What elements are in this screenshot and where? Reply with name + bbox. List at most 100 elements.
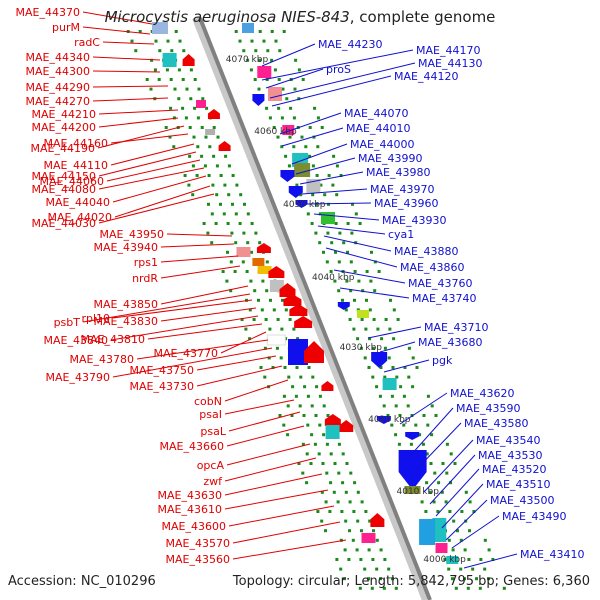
tick-dot [452, 519, 456, 523]
tick-dot [258, 30, 262, 33]
right-gene-label: MAE_44170 [416, 44, 480, 57]
left-label-leader [110, 315, 259, 341]
tick-dot [347, 558, 351, 561]
left-gene-label: MAE_43940 [94, 241, 158, 254]
right-gene-label: MAE_43710 [424, 321, 488, 334]
tick-dot [221, 270, 225, 273]
right-gene-label: MAE_43580 [464, 417, 528, 430]
left-gene-label: MAE_43810 [81, 333, 145, 346]
tick-dot [337, 471, 341, 475]
left-gene-label: purM [52, 21, 80, 34]
left-gene-label: cobN [194, 395, 222, 408]
tick-dot [266, 49, 270, 53]
tick-dot [291, 385, 295, 389]
tick-dot [259, 366, 263, 369]
tick-dot [321, 462, 325, 465]
left-label-leader [98, 117, 179, 128]
tick-dot [348, 318, 352, 321]
tick-dot [288, 318, 292, 321]
tick-dot [301, 78, 305, 81]
tick-dot [368, 519, 372, 523]
tick-dot [351, 538, 355, 542]
tick-dot [248, 337, 252, 341]
reverse-gene-arrow [337, 302, 350, 310]
tick-dot [356, 490, 360, 494]
tick-dot [339, 567, 343, 571]
right-label-leader [323, 235, 392, 252]
tick-dot [197, 87, 201, 91]
tick-dot [312, 135, 316, 139]
tick-dot [207, 174, 211, 177]
gene-block [361, 533, 376, 543]
tick-dot [246, 212, 250, 216]
tick-dot [344, 519, 348, 523]
tick-dot [421, 442, 425, 446]
tick-dot [324, 500, 328, 504]
tick-dot [276, 135, 280, 139]
tick-dot [428, 490, 432, 494]
left-label-leader [136, 339, 269, 360]
tick-dot [265, 289, 269, 293]
gene-block [252, 258, 265, 266]
tick-dot [340, 510, 344, 513]
tick-dot [343, 548, 347, 552]
right-label-leader [281, 127, 344, 147]
left-label-leader [82, 11, 153, 25]
tick-dot [202, 222, 206, 225]
scale-label: 4000 kbp [423, 555, 466, 565]
right-label-leader [429, 454, 476, 505]
gene-block [404, 486, 421, 494]
left-gene-label: MAE_44150 [32, 170, 96, 183]
tick-dot [367, 366, 371, 369]
scale-label: 4030 kbp [340, 343, 383, 353]
left-gene-label: MAE_43790 [46, 371, 110, 384]
tick-dot [369, 279, 373, 283]
tick-dot [253, 289, 257, 293]
tick-dot [249, 279, 253, 283]
tick-dot [216, 135, 220, 139]
tick-dot [391, 366, 395, 369]
right-gene-label: MAE_43990 [358, 152, 422, 165]
tick-dot [334, 250, 337, 254]
forward-gene-arrow [256, 243, 271, 253]
tick-dot [292, 116, 296, 120]
tick-dot [150, 58, 154, 62]
tick-dot [185, 87, 189, 91]
tick-dot [479, 558, 483, 561]
tick-dot [425, 452, 429, 456]
tick-dot [181, 106, 185, 110]
tick-dot [234, 212, 238, 216]
forward-gene-arrow [268, 266, 285, 278]
tick-dot [277, 78, 281, 81]
tick-dot [316, 510, 320, 513]
tick-dot [399, 385, 403, 389]
tick-dot [177, 97, 181, 101]
tick-dot [414, 423, 418, 427]
right-label-leader [313, 213, 380, 221]
tick-dot [226, 250, 229, 254]
tick-dot [386, 414, 390, 417]
tick-dot [306, 212, 310, 216]
forward-gene-arrow [303, 341, 324, 363]
tick-dot [206, 231, 210, 235]
tick-dot [463, 548, 467, 552]
left-label-leader [98, 151, 197, 177]
tick-dot [371, 375, 375, 379]
forward-gene-arrow [279, 283, 296, 297]
left-label-leader [98, 109, 179, 115]
right-label-leader [317, 225, 386, 235]
right-label-leader [441, 483, 484, 529]
tick-dot [402, 394, 406, 398]
tick-dot [210, 241, 214, 245]
gene-block [268, 87, 282, 101]
organism-name: Microcystis aeruginosa NIES-843 [104, 8, 350, 26]
tick-dot [332, 154, 336, 158]
tick-dot [275, 346, 279, 350]
forward-gene-arrow [324, 414, 341, 426]
left-gene-label: MAE_44300 [26, 65, 90, 78]
left-label-leader [220, 331, 267, 354]
left-label-leader [166, 233, 233, 237]
tick-dot [315, 174, 319, 177]
gene-block [294, 163, 311, 177]
tick-dot [356, 337, 360, 341]
